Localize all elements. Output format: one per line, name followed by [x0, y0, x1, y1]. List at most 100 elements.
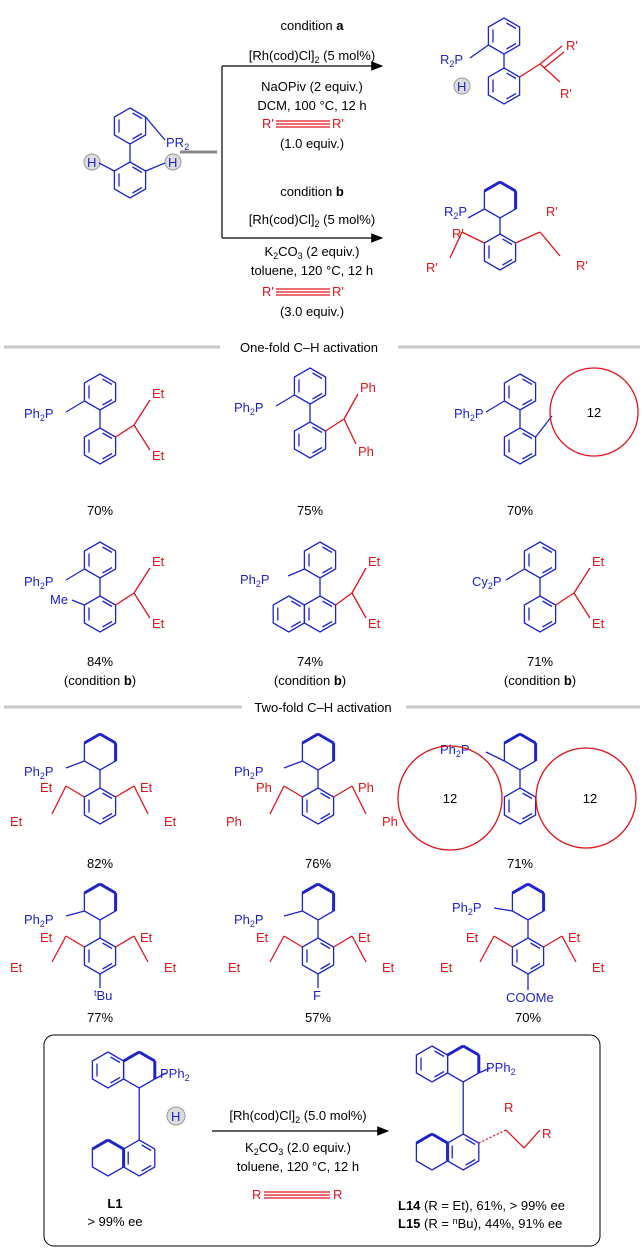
svg-text:Et: Et — [164, 814, 177, 829]
svg-text:tBu: tBu — [94, 988, 112, 1003]
yield: 84% — [87, 654, 113, 669]
svg-text:Ph2P: Ph2P — [452, 900, 482, 917]
svg-text:R': R' — [262, 116, 274, 131]
two-fold-header: Two-fold C–H activation — [4, 700, 640, 715]
svg-text:Et: Et — [592, 616, 605, 631]
svg-text:R': R' — [452, 226, 464, 241]
svg-text:H: H — [171, 1109, 180, 1124]
svg-text:R': R' — [576, 258, 588, 273]
svg-text:> 99% ee: > 99% ee — [87, 1214, 142, 1229]
svg-text:R': R' — [566, 38, 578, 53]
svg-text:Cy2P: Cy2P — [472, 574, 502, 591]
svg-text:condition a: condition a — [281, 18, 345, 33]
svg-text:toluene, 120 °C, 12 h: toluene, 120 °C, 12 h — [251, 263, 373, 278]
svg-text:Et: Et — [368, 616, 381, 631]
svg-text:L1: L1 — [107, 1196, 122, 1211]
svg-text:COOMe: COOMe — [506, 990, 554, 1005]
svg-text:R: R — [542, 1126, 551, 1141]
condition-b: condition b [Rh(cod)Cl]2 (5 mol%) K2CO3 … — [249, 184, 375, 319]
svg-text:Et: Et — [228, 960, 241, 975]
product-1: Ph2P Et Et 70% — [24, 373, 165, 518]
svg-text:condition b: condition b — [280, 184, 344, 199]
svg-text:R': R' — [560, 86, 572, 101]
product-12: Ph2P Et Et Et Et COOMe 70% — [440, 882, 605, 1025]
svg-text:R': R' — [262, 284, 274, 299]
svg-text:Ph2P: Ph2P — [440, 742, 470, 759]
product-10: Ph2P Et Et Et Et tBu 77% — [10, 882, 177, 1025]
svg-text:Ph2P: Ph2P — [234, 764, 264, 781]
svg-text:(condition b): (condition b) — [64, 673, 136, 688]
svg-text:toluene, 120 °C, 12 h: toluene, 120 °C, 12 h — [237, 1159, 359, 1174]
svg-text:Et: Et — [466, 930, 479, 945]
svg-text:R2P: R2P — [440, 52, 463, 69]
product-11: Ph2P Et Et Et Et F 57% — [228, 882, 395, 1025]
svg-text:H: H — [457, 79, 466, 94]
svg-text:(condition b): (condition b) — [274, 673, 346, 688]
svg-text:Et: Et — [40, 930, 53, 945]
svg-text:DCM, 100 °C, 12 h: DCM, 100 °C, 12 h — [257, 98, 366, 113]
svg-text:R': R' — [332, 284, 344, 299]
svg-text:K2CO3 (2.0 equiv.): K2CO3 (2.0 equiv.) — [245, 1140, 351, 1157]
yield: 77% — [87, 1010, 113, 1025]
svg-text:Et: Et — [10, 814, 23, 829]
product-6: Cy2P Et Et 71% (condition b) — [472, 541, 605, 688]
svg-text:Ph2P: Ph2P — [24, 574, 54, 591]
svg-text:[Rh(cod)Cl]2 (5.0 mol%): [Rh(cod)Cl]2 (5.0 mol%) — [229, 1108, 366, 1125]
svg-text:K2CO3 (2 equiv.): K2CO3 (2 equiv.) — [264, 244, 359, 261]
h-left: H — [87, 155, 96, 170]
svg-text:Ph2P: Ph2P — [240, 572, 270, 589]
starting-material: PR2 H H — [83, 107, 189, 199]
svg-text:Et: Et — [256, 930, 269, 945]
yield: 75% — [297, 503, 323, 518]
svg-text:PPh2: PPh2 — [160, 1066, 190, 1083]
yield: 70% — [87, 503, 113, 518]
svg-text:Et: Et — [568, 930, 581, 945]
product-a: R2P H R' R' — [440, 17, 578, 105]
svg-text:Et: Et — [592, 960, 605, 975]
L1-structure: PPh2 H L1 > 99% ee — [87, 1050, 190, 1229]
yield: 71% — [507, 856, 533, 871]
atroposelective-box: PPh2 H L1 > 99% ee [Rh(cod)Cl]2 (5.0 mol… — [43, 1034, 601, 1247]
one-fold-header: One-fold C–H activation — [4, 340, 640, 355]
svg-text:R: R — [504, 1100, 513, 1115]
product-9: Ph2P 12 12 71% — [397, 732, 637, 871]
svg-text:R': R' — [546, 204, 558, 219]
yield: 70% — [507, 503, 533, 518]
yield: 82% — [87, 856, 113, 871]
svg-text:Et: Et — [368, 554, 381, 569]
svg-text:L14 (R = Et), 61%, > 99% ee: L14 (R = Et), 61%, > 99% ee — [398, 1198, 565, 1213]
svg-text:Et: Et — [40, 780, 53, 795]
svg-text:Ph2P: Ph2P — [24, 912, 54, 929]
svg-text:One-fold C–H activation: One-fold C–H activation — [240, 340, 378, 355]
svg-text:(3.0 equiv.): (3.0 equiv.) — [280, 304, 344, 319]
product-5: Ph2P Et Et 74% (condition b) — [240, 541, 381, 688]
svg-text:R: R — [333, 1187, 342, 1202]
product-b: R2P R' R' R' R' — [426, 180, 588, 275]
branch-lines — [180, 61, 384, 243]
svg-text:R2P: R2P — [444, 204, 467, 221]
svg-text:[Rh(cod)Cl]2 (5 mol%): [Rh(cod)Cl]2 (5 mol%) — [249, 212, 375, 229]
svg-text:Ph: Ph — [382, 814, 398, 829]
product-7: Ph2P Et Et Et Et 82% — [10, 732, 177, 871]
yield: 74% — [297, 654, 323, 669]
svg-text:Et: Et — [152, 448, 165, 463]
svg-text:Et: Et — [140, 780, 153, 795]
product-2: Ph2P Ph Ph 75% — [234, 367, 376, 518]
svg-text:Et: Et — [140, 930, 153, 945]
svg-text:Ph: Ph — [358, 780, 374, 795]
svg-text:NaOPiv (2 equiv.): NaOPiv (2 equiv.) — [261, 79, 363, 94]
svg-text:L15 (R = nBu), 44%, 91% ee: L15 (R = nBu), 44%, 91% ee — [398, 1216, 562, 1231]
product-8: Ph2P Ph Ph Ph Ph 76% — [226, 732, 398, 871]
svg-text:Ph2P: Ph2P — [454, 406, 484, 423]
svg-text:Ph2P: Ph2P — [24, 406, 54, 423]
svg-text:Ph2P: Ph2P — [24, 764, 54, 781]
yield: 76% — [305, 856, 331, 871]
svg-text:PPh2: PPh2 — [486, 1060, 516, 1077]
svg-text:Two-fold C–H activation: Two-fold C–H activation — [254, 700, 391, 715]
yield: 57% — [305, 1010, 331, 1025]
svg-text:[Rh(cod)Cl]2 (5 mol%): [Rh(cod)Cl]2 (5 mol%) — [249, 48, 375, 65]
svg-text:12: 12 — [443, 791, 457, 806]
svg-text:R': R' — [332, 116, 344, 131]
product-3: Ph2P 12 70% — [454, 367, 639, 518]
yield: 71% — [527, 654, 553, 669]
